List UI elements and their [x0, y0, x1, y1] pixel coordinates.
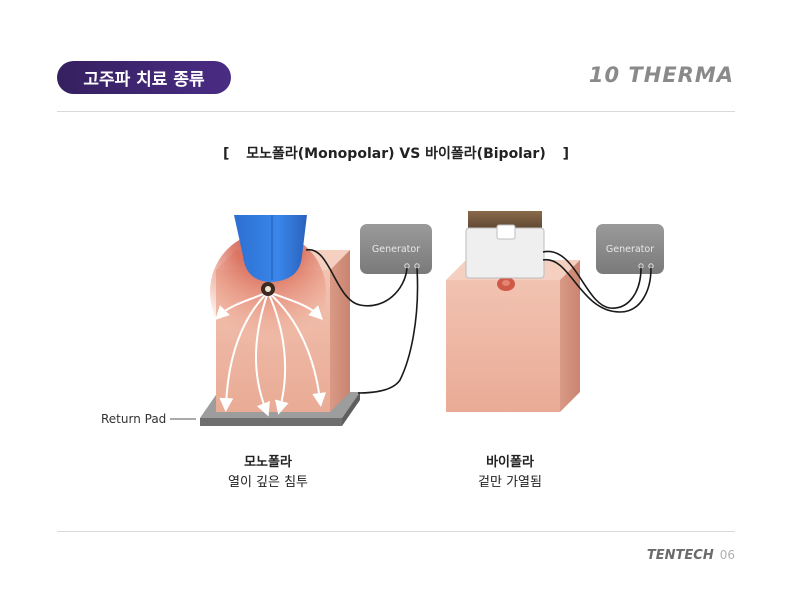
monopolar-caption-desc: 열이 깊은 침투: [227, 475, 309, 490]
page-number: 06: [719, 548, 735, 562]
top-divider: [57, 111, 735, 112]
monopolar-caption: 모노폴라 열이 깊은 침투: [208, 453, 328, 493]
bipolar-caption-desc: 겉만 가열됨: [478, 475, 542, 490]
monopolar-cables: [305, 249, 419, 394]
bipolar-caption-title: 바이폴라: [486, 455, 534, 470]
monopolar-electrode: [261, 282, 275, 296]
bipolar-skin-block: [446, 260, 580, 412]
bipolar-caption: 바이폴라 겉만 가열됨: [450, 453, 570, 493]
footer: TENTECH 06: [647, 548, 735, 563]
subtitle-text: 모노폴라(Monopolar) VS 바이폴라(Bipolar): [246, 146, 546, 162]
monopolar-caption-title: 모노폴라: [244, 455, 292, 470]
diagram-subtitle: [ 모노폴라(Monopolar) VS 바이폴라(Bipolar) ]: [0, 143, 792, 163]
return-pad-label: Return Pad: [101, 412, 167, 426]
bracket-close: ]: [562, 146, 570, 162]
brand-logo: 10 THERMA: [588, 63, 734, 87]
bipolar-handpiece: [465, 211, 545, 279]
generator-right-label: Generator: [606, 244, 654, 255]
generator-right: [596, 224, 664, 274]
bottom-divider: [57, 531, 735, 532]
bracket-open: [: [222, 146, 230, 162]
generator-left-label: Generator: [372, 244, 420, 255]
page-title: 고주파 치료 종류: [57, 61, 231, 94]
monopolar-handpiece: [234, 215, 307, 282]
bipolar-cables: [542, 250, 652, 313]
footer-logo: TENTECH: [646, 548, 714, 563]
